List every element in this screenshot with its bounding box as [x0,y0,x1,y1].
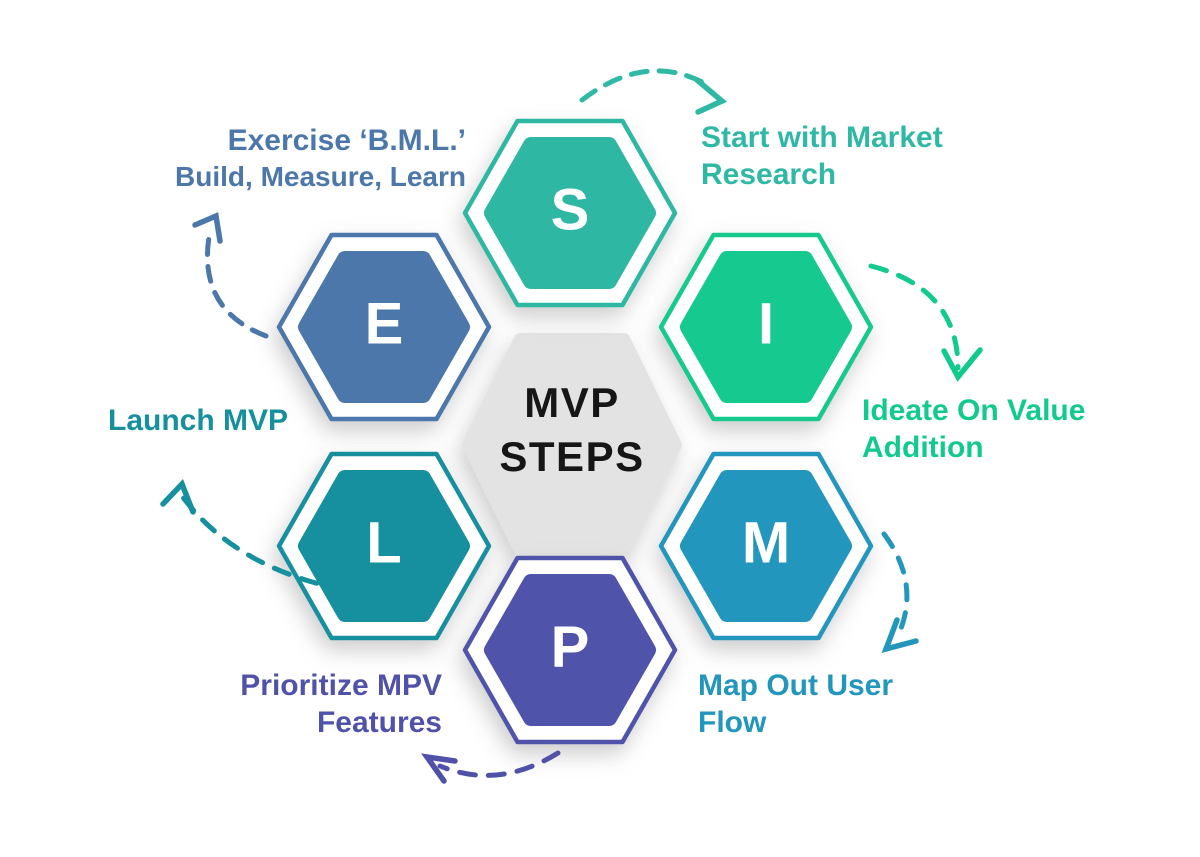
label-prioritize: Prioritize MPV Features [240,667,442,741]
hexagon-exercise-fill [298,251,470,403]
arrow-to-map-head [881,617,919,654]
hexagon-ideate-fill [680,251,852,403]
arrow-to-launch [160,478,348,593]
arrow-to-exercise [192,212,269,339]
hexagon-launch-letter: L [366,510,402,576]
label-map-line2: Flow [698,706,767,739]
hexagon-map-fill [680,470,852,622]
arrow-to-launch-head [160,478,196,515]
diagram-title-line1: MVP [524,379,620,426]
label-map-line1: Map Out User [698,669,894,702]
arrow-to-prioritize-curve [437,750,561,778]
hexagon-prioritize-fill [484,574,656,726]
label-prioritize-line2: Features [316,706,442,739]
label-start: Start with Market Research [701,119,943,193]
label-map: Map Out User Flow [698,667,893,741]
label-start-line2: Research [701,158,837,191]
hexagon-exercise [276,232,492,422]
diagram-title-line2: STEPS [499,433,645,480]
label-start-line1: Start with Market [701,121,943,154]
hexagon-ideate-letter: I [757,291,775,357]
hexagon-start [462,118,678,308]
label-ideate: Ideate On Value Addition [862,392,1085,466]
arrow-to-ideate-head [941,347,983,382]
arrow-to-prioritize-head [421,753,458,784]
label-exercise-line1: Exercise ‘B.M.L.’ [227,124,466,157]
arrow-to-exercise-head [192,212,223,244]
hexagon-prioritize [462,555,678,745]
center-hexagon [462,333,682,557]
arrow-to-ideate [868,263,983,382]
hexagon-exercise-letter: E [364,291,404,357]
hexagon-launch-fill [298,470,470,622]
label-prioritize-line1: Prioritize MPV [240,669,442,702]
label-ideate-line2: Addition [862,431,984,464]
hexagon-start-fill [484,137,656,289]
arrow-to-start [579,68,728,115]
diagram-title: MVP STEPS [499,376,644,484]
arrow-to-exercise-curve [205,234,269,339]
hexagon-map [658,451,874,641]
arrow-to-ideate-curve [868,263,961,371]
hexagon-launch [276,451,492,641]
label-ideate-line1: Ideate On Value [862,394,1086,427]
arrow-to-prioritize [421,750,561,784]
arrow-to-start-curve [579,68,707,103]
label-launch-line1: Launch MVP [108,404,289,437]
hexagon-ideate [658,232,874,422]
label-exercise: Exercise ‘B.M.L.’ Build, Measure, Learn [175,123,466,195]
arrow-to-start-head [694,77,728,115]
arrow-to-launch-curve [179,493,348,593]
arrow-to-map [881,531,919,654]
hexagon-prioritize-letter: P [550,614,590,680]
arrow-to-map-curve [881,531,910,641]
hexagon-map-letter: M [741,510,791,576]
hexagon-start-letter: S [550,177,590,243]
label-launch: Launch MVP [108,402,288,439]
center-hexagon-shape [462,333,682,557]
label-exercise-line2: Build, Measure, Learn [175,161,466,192]
